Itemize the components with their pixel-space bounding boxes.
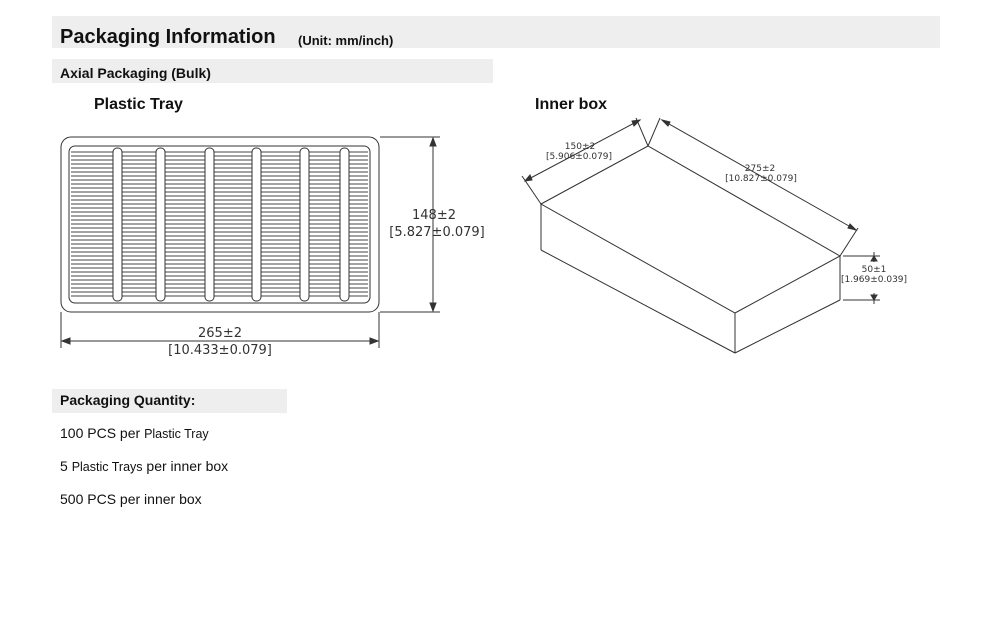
tray-width-dimension: [60, 312, 380, 348]
tray-width-label: 265±2: [198, 326, 242, 341]
section-bar: [52, 59, 493, 83]
section-title: Axial Packaging (Bulk): [60, 65, 211, 81]
tray-divider: [112, 147, 123, 302]
tray-height-dimension: [380, 136, 440, 313]
title-bar: [52, 16, 940, 48]
tray-divider: [155, 147, 166, 302]
box-depth-dimension: [521, 117, 649, 205]
box-length-inch-label: [10.827±0.079]: [725, 174, 797, 184]
tray-divider: [339, 147, 350, 302]
quantity-line-3: 500 PCS per inner box: [60, 491, 202, 507]
quantity-line-2: 5 Plastic Trays per inner box: [60, 458, 229, 474]
box-depth-label: 150±2: [565, 142, 595, 152]
box-length-dimension: [647, 117, 859, 257]
page-title: Packaging Information: [60, 26, 276, 48]
tray-dividers: [112, 147, 350, 302]
tray-divider: [299, 147, 310, 302]
tray-divider: [204, 147, 215, 302]
box-height-inch-label: [1.969±0.039]: [841, 275, 907, 285]
tray-slats: [71, 151, 368, 297]
box-length-label: 275±2: [745, 164, 775, 174]
quantity-line-1: 100 PCS per Plastic Tray: [60, 425, 209, 441]
quantity-title: Packaging Quantity:: [60, 392, 196, 408]
unit-label: (Unit: mm/inch): [298, 33, 394, 48]
box-height-dimension: [843, 252, 880, 304]
tray-outline: [60, 136, 380, 313]
tray-width-inch-label: [10.433±0.079]: [168, 343, 272, 358]
tray-height-inch-label: [5.827±0.079]: [389, 225, 484, 240]
box-depth-inch-label: [5.906±0.079]: [546, 152, 612, 162]
tray-divider: [251, 147, 262, 302]
box-height-label: 50±1: [862, 265, 887, 275]
tray-height-label: 148±2: [412, 208, 456, 223]
tray-caption: Plastic Tray: [94, 96, 183, 113]
box-caption: Inner box: [535, 96, 608, 113]
quantity-bar: [52, 389, 287, 413]
